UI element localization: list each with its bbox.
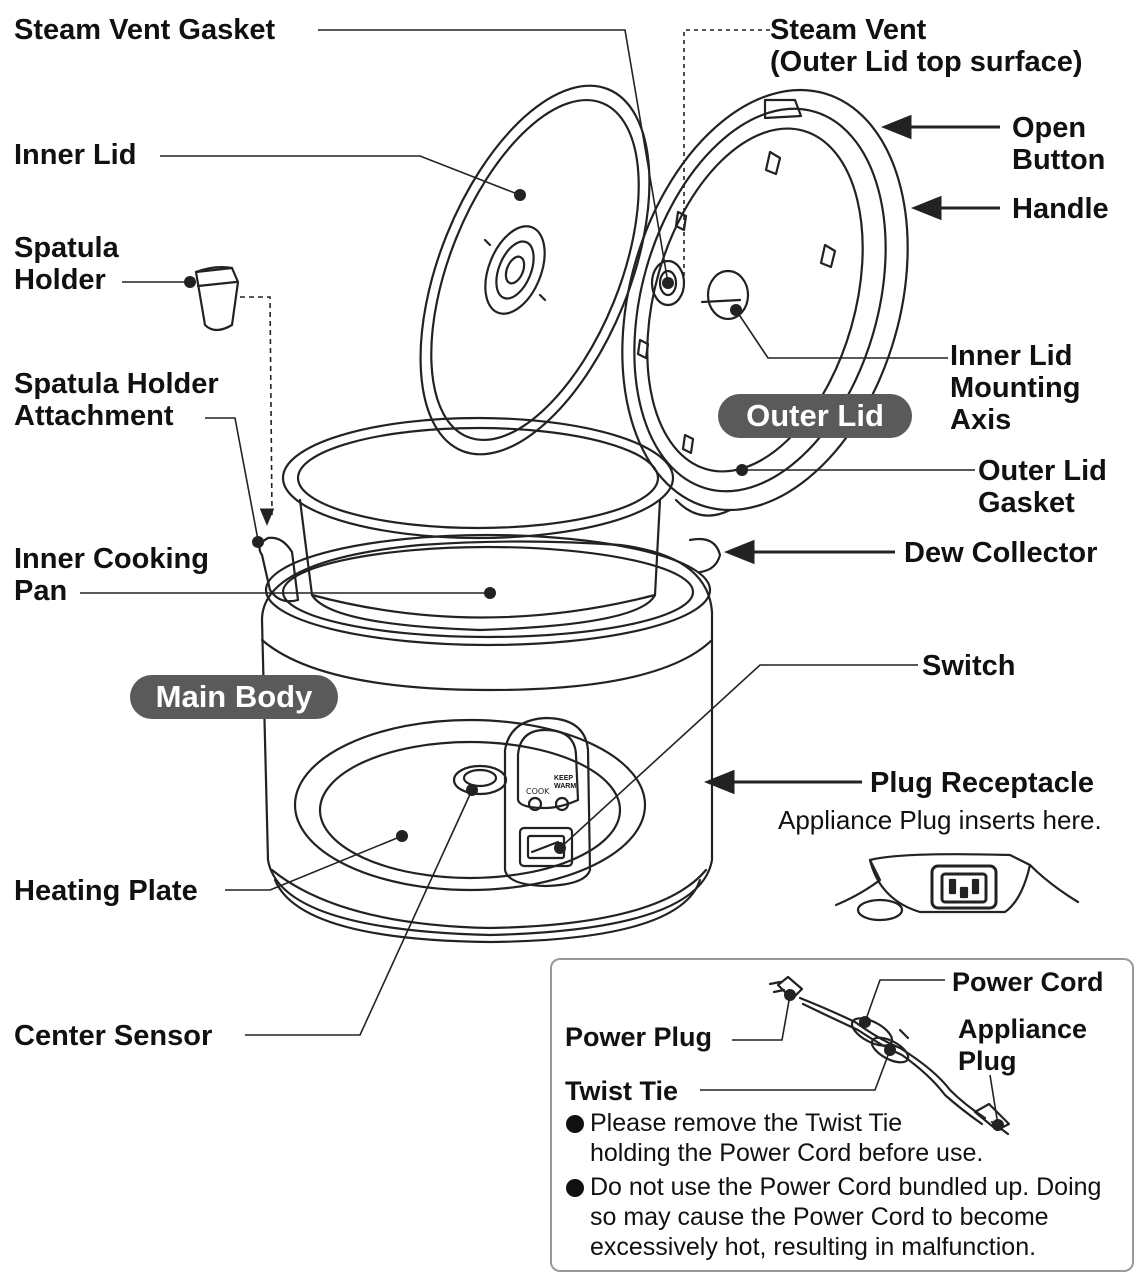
pointer-arrows <box>259 114 1000 795</box>
label-steam-vent: Steam Vent (Outer Lid top surface) <box>770 14 1083 78</box>
badge-main-body: Main Body <box>130 675 338 719</box>
leader-lines <box>80 29 999 1126</box>
outer-lid-shape <box>621 88 909 517</box>
label-center-sensor: Center Sensor <box>14 1020 213 1052</box>
power-cord-info-box <box>550 958 1134 1272</box>
note-bullet-1 <box>566 1115 584 1133</box>
switch-panel-text: COOK <box>526 787 550 796</box>
label-dew-collector: Dew Collector <box>904 537 1098 569</box>
switch-panel-shape <box>503 716 592 888</box>
label-inner-cooking-pan: Inner Cooking Pan <box>14 543 209 607</box>
label-appliance-plug: Appliance Plug <box>958 1014 1088 1076</box>
main-body-shape <box>260 540 714 944</box>
label-steam-vent-gasket: Steam Vent Gasket <box>14 14 276 46</box>
plug-receptacle-note: Appliance Plug inserts here. <box>778 805 1102 835</box>
inner-cooking-pan-shape <box>281 416 675 632</box>
label-outer-lid-gasket: Outer Lid Gasket <box>978 455 1107 519</box>
heating-plate-shape <box>293 718 647 892</box>
plug-receptacle-inset <box>834 853 1080 922</box>
label-spatula-holder: Spatula Holder <box>14 232 119 296</box>
label-plug-receptacle: Plug Receptacle <box>870 767 1095 799</box>
badge-outer-lid: Outer Lid <box>718 394 912 438</box>
label-spatula-holder-attachment: Spatula Holder Attachment <box>14 368 219 432</box>
power-cord-shape <box>768 975 1011 1136</box>
note-bullet-2 <box>566 1179 584 1197</box>
leader-dots <box>184 189 1004 1131</box>
label-inner-lid: Inner Lid <box>14 139 137 171</box>
switch-cook-text: COOK <box>526 787 550 796</box>
inner-lid-shape <box>419 84 651 456</box>
label-open-button: Open Button <box>1012 112 1106 176</box>
label-switch: Switch <box>922 650 1016 682</box>
switch-keep-warm-text: KEEP WARM <box>554 775 577 790</box>
spatula-holder-shape <box>194 266 240 332</box>
label-handle: Handle <box>1012 193 1109 225</box>
label-twist-tie: Twist Tie <box>565 1076 679 1106</box>
label-power-cord: Power Cord <box>952 967 1104 997</box>
label-power-plug: Power Plug <box>565 1022 713 1052</box>
body-rim <box>264 533 712 647</box>
note-remove-twist-tie: Please remove the Twist Tie holding the … <box>590 1109 984 1167</box>
label-inner-lid-mounting-axis: Inner Lid Mounting Axis <box>950 340 1081 436</box>
label-heating-plate: Heating Plate <box>14 875 198 907</box>
note-do-not-bundle: Do not use the Power Cord bundled up. Do… <box>590 1173 1102 1261</box>
